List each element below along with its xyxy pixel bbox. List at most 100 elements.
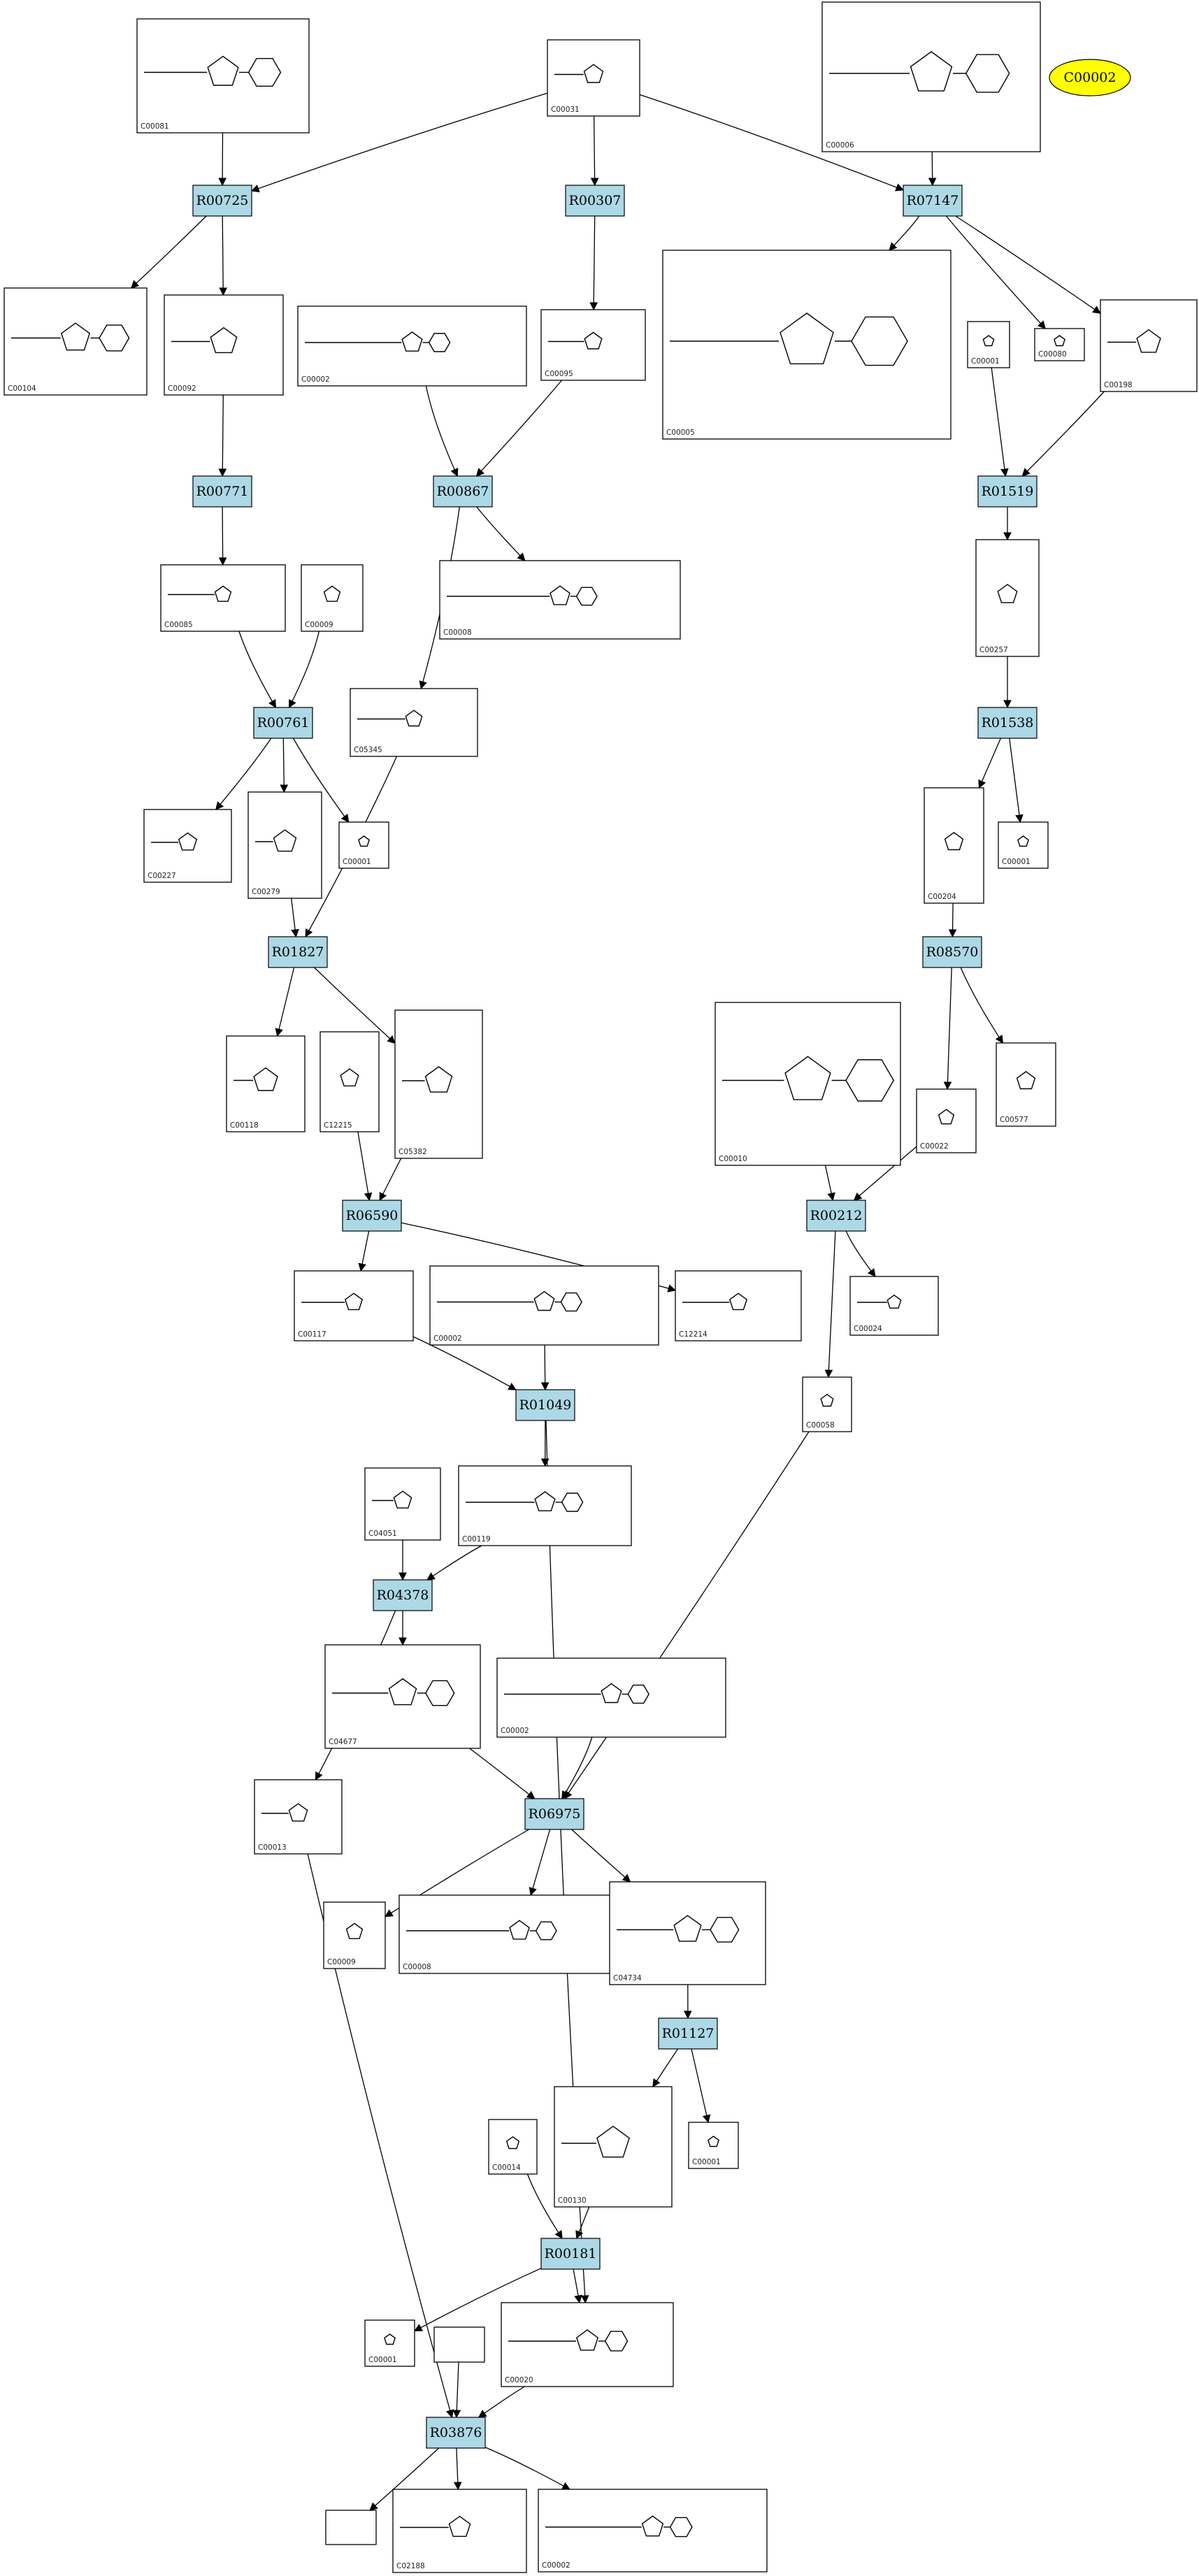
- molecule-ring: [1016, 1071, 1036, 1090]
- reaction-node-r00867[interactable]: R00867: [433, 475, 493, 508]
- reaction-node-r06590[interactable]: R06590: [342, 1200, 402, 1232]
- reaction-node-r00771[interactable]: R00771: [192, 475, 252, 508]
- compound-node[interactable]: C04734: [609, 1881, 766, 1985]
- molecule-ring: [253, 1067, 278, 1091]
- reaction-node-r00212[interactable]: R00212: [806, 1200, 866, 1232]
- highlight-compound[interactable]: C00002: [1049, 59, 1131, 96]
- compound-node[interactable]: C00002: [429, 1265, 659, 1346]
- compound-node[interactable]: C00257: [975, 539, 1040, 657]
- reaction-edge: [357, 1131, 373, 1202]
- compound-node[interactable]: C00001: [338, 821, 389, 869]
- molecule-ring: [1136, 329, 1161, 353]
- reaction-node-r01827[interactable]: R01827: [268, 936, 328, 968]
- compound-node[interactable]: C00009: [323, 1901, 386, 1969]
- compound-node[interactable]: C00001: [688, 2122, 739, 2169]
- compound-node[interactable]: C00005: [662, 250, 952, 440]
- reaction-node-r00761[interactable]: R00761: [253, 707, 313, 739]
- reaction-node-r00725[interactable]: R00725: [192, 185, 252, 217]
- compound-node[interactable]: C00009: [301, 564, 364, 632]
- compound-node[interactable]: C00006: [821, 1, 1041, 152]
- compound-node[interactable]: C00001: [998, 821, 1049, 869]
- reaction-node-r06975[interactable]: R06975: [524, 1798, 584, 1830]
- compound-node[interactable]: C00010: [715, 1002, 901, 1166]
- compound-node[interactable]: C00118: [226, 1035, 306, 1132]
- compound-node[interactable]: C00022: [916, 1088, 977, 1153]
- compound-node[interactable]: C00014: [488, 2119, 538, 2175]
- reaction-node-r01538[interactable]: R01538: [977, 707, 1038, 739]
- compound-id-label: C00117: [298, 1330, 326, 1339]
- compound-node[interactable]: C00002: [496, 1657, 726, 1738]
- reaction-node-r08570[interactable]: R08570: [922, 936, 982, 968]
- highlight-label: C00002: [1064, 70, 1117, 85]
- compound-node[interactable]: C00013: [254, 1779, 343, 1855]
- reaction-label: R04378: [377, 1588, 429, 1603]
- compound-id-label: C00010: [719, 1155, 747, 1163]
- compound-id-label: C00080: [1038, 350, 1067, 359]
- reaction-edge: [561, 1736, 593, 1799]
- reaction-node-r04378[interactable]: R04378: [373, 1579, 433, 1611]
- compound-node[interactable]: C00130: [554, 2086, 673, 2208]
- compound-node[interactable]: C00020: [501, 2302, 674, 2387]
- compound-node[interactable]: C04051: [364, 1467, 441, 1541]
- compound-node[interactable]: C00279: [247, 791, 322, 899]
- compound-box: [675, 1270, 802, 1341]
- compound-node[interactable]: C00080: [1034, 328, 1085, 361]
- empty-compound-box[interactable]: [433, 2326, 485, 2363]
- compound-node[interactable]: C00002: [538, 2489, 768, 2573]
- compound-node[interactable]: C00198: [1100, 299, 1198, 392]
- compound-node[interactable]: C12214: [675, 1270, 802, 1341]
- compound-box: [143, 809, 232, 883]
- compound-node[interactable]: C12215: [320, 1031, 380, 1132]
- compound-node[interactable]: C04677: [324, 1644, 481, 1749]
- compound-node[interactable]: C00031: [547, 39, 640, 117]
- compound-node[interactable]: C00001: [967, 321, 1010, 368]
- compound-node[interactable]: C00058: [802, 1376, 852, 1432]
- compound-node[interactable]: C05382: [394, 1009, 483, 1159]
- compound-node[interactable]: C00227: [143, 809, 232, 883]
- compound-id-label: C00204: [928, 893, 956, 901]
- reaction-node-r00181[interactable]: R00181: [540, 2238, 601, 2270]
- empty-compound-box[interactable]: [325, 2510, 377, 2545]
- reaction-node-r07147[interactable]: R07147: [903, 185, 963, 217]
- compound-id-label: C00001: [368, 2356, 397, 2364]
- compound-box: [488, 2119, 538, 2175]
- compound-id-label: C02188: [396, 2562, 425, 2570]
- compound-box: [715, 1002, 901, 1166]
- reaction-node-r01519[interactable]: R01519: [977, 475, 1038, 508]
- reaction-node-r00307[interactable]: R00307: [565, 185, 625, 217]
- compound-node[interactable]: C00117: [294, 1270, 414, 1341]
- compound-node[interactable]: C00008: [439, 560, 681, 640]
- compound-node[interactable]: C00085: [160, 564, 286, 632]
- reaction-box: [253, 707, 313, 739]
- compound-node[interactable]: C05345: [350, 688, 478, 757]
- reaction-edge: [575, 2206, 590, 2240]
- compound-id-label: C12214: [679, 1330, 708, 1339]
- reaction-node-r01049[interactable]: R01049: [515, 1389, 575, 1421]
- compound-node[interactable]: C00204: [924, 787, 984, 904]
- reaction-edge: [573, 2268, 582, 2304]
- compound-node[interactable]: C00092: [164, 294, 284, 396]
- compound-id-label: C00095: [545, 370, 573, 378]
- compound-node[interactable]: C00001: [364, 2319, 415, 2367]
- compound-node[interactable]: C02188: [392, 2489, 527, 2573]
- compound-node[interactable]: C00002: [297, 305, 527, 387]
- reaction-edge: [314, 967, 396, 1044]
- reaction-node-r01127[interactable]: R01127: [658, 2017, 718, 2050]
- reaction-edge: [476, 506, 526, 561]
- reaction-label: R08570: [926, 944, 979, 960]
- molecule-ring: [210, 326, 238, 354]
- compound-node[interactable]: C00119: [458, 1465, 632, 1546]
- molecule-ring: [673, 1915, 702, 1942]
- compound-node[interactable]: C00081: [136, 18, 310, 134]
- compound-node[interactable]: C00024: [849, 1276, 939, 1336]
- compound-node[interactable]: C00008: [399, 1894, 640, 1974]
- compound-id-label: C00001: [692, 2158, 721, 2166]
- compound-node[interactable]: C00577: [996, 1042, 1056, 1127]
- compound-node[interactable]: C00095: [540, 309, 646, 381]
- compound-node[interactable]: C00104: [3, 287, 148, 396]
- reaction-box: [806, 1200, 866, 1232]
- reaction-edge: [978, 737, 1001, 789]
- compound-box: [364, 1467, 441, 1541]
- compound-id-label: C00279: [252, 888, 280, 896]
- reaction-node-r03876[interactable]: R03876: [426, 2417, 486, 2449]
